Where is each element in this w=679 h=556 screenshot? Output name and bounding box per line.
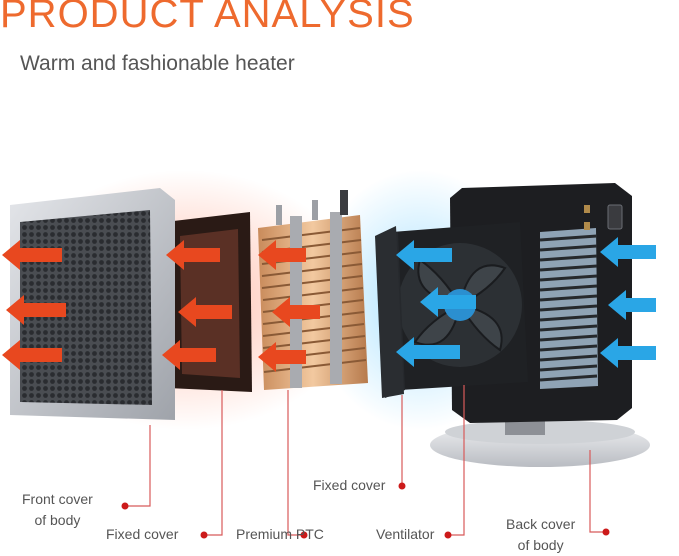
callout-label-line: Back cover: [506, 514, 575, 535]
callout-label-line: of body: [22, 510, 93, 531]
callout-dot: [399, 483, 406, 490]
callout-fixed-cover-front: Fixed cover: [106, 524, 178, 545]
callout-back-cover: Back cover of body: [506, 514, 575, 556]
callout-dot: [201, 532, 208, 539]
callout-front-cover: Front cover of body: [22, 489, 93, 531]
callout-premium-ptc: Premium PTC: [236, 524, 324, 545]
power-switch-icon: [608, 205, 622, 229]
callout-dot: [603, 529, 610, 536]
callout-label-line: Fixed cover: [313, 475, 385, 496]
callout-label-line: Fixed cover: [106, 524, 178, 545]
callout-dot: [445, 532, 452, 539]
callout-label-line: Premium PTC: [236, 524, 324, 545]
callout-label-line: Ventilator: [376, 524, 434, 545]
callout-ventilator: Ventilator: [376, 524, 434, 545]
callout-label-line: of body: [506, 535, 575, 556]
callout-label-line: Front cover: [22, 489, 93, 510]
callout-fixed-cover-rear: Fixed cover: [313, 475, 385, 496]
callout-dot: [122, 503, 129, 510]
